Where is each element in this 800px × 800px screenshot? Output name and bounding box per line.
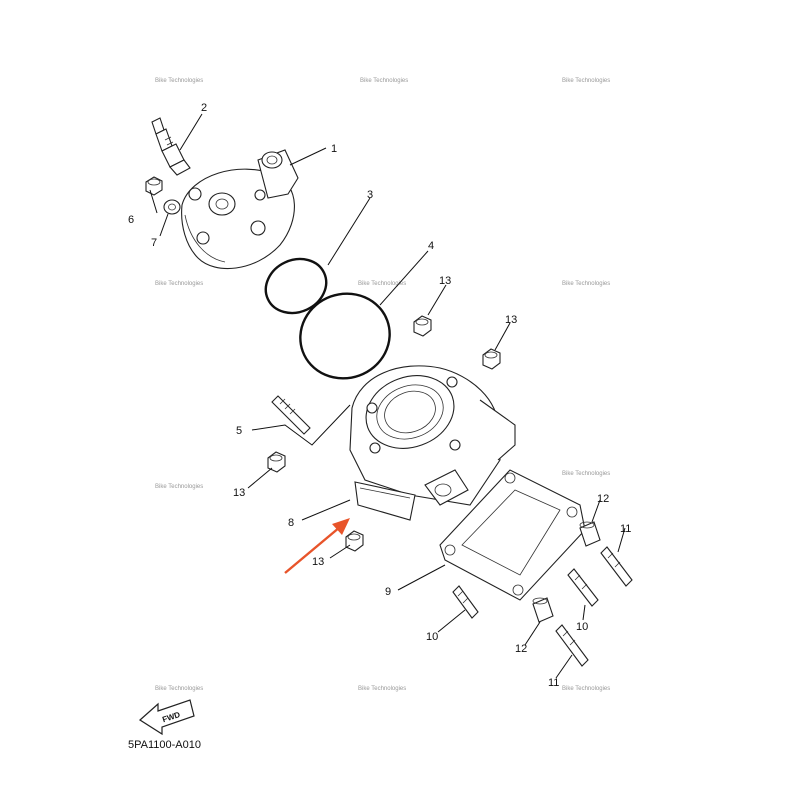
watermark: Bike Technologies xyxy=(562,686,610,692)
callout-1: 1 xyxy=(331,143,337,155)
leader-lines xyxy=(149,113,626,679)
cylinder-head-part xyxy=(181,149,299,269)
fwd-arrow-icon xyxy=(139,699,195,736)
callout-12a: 12 xyxy=(597,493,609,505)
watermark: Bike Technologies xyxy=(155,78,203,84)
watermark-group: Bike Technologies Bike Technologies Bike… xyxy=(155,78,610,692)
stud-bolt-part xyxy=(452,585,479,619)
callout-4: 4 xyxy=(428,240,434,252)
callout-8: 8 xyxy=(288,517,294,529)
callout-13d: 13 xyxy=(312,556,324,568)
callout-13a: 13 xyxy=(439,275,451,287)
diagram-code: 5PA1100-A010 xyxy=(128,739,201,751)
callout-2: 2 xyxy=(201,102,207,114)
base-gasket-part xyxy=(439,469,586,601)
watermark: Bike Technologies xyxy=(562,471,610,477)
head-nut-part xyxy=(145,176,163,196)
dowel-pin-part xyxy=(532,597,554,623)
exhaust-gasket-part xyxy=(354,481,416,521)
fwd-indicator: FWD xyxy=(139,699,195,736)
highlight-arrow xyxy=(284,518,350,574)
o-ring-large-part xyxy=(299,292,391,380)
callout-labels: 1 2 3 4 5 6 7 8 9 10 10 11 11 12 12 13 1… xyxy=(128,102,631,689)
callout-11b: 11 xyxy=(548,677,559,689)
callout-6: 6 xyxy=(128,214,134,226)
stud-bolt-part xyxy=(567,568,599,607)
callout-11a: 11 xyxy=(620,523,631,535)
callout-3: 3 xyxy=(367,189,373,201)
stud-bolt-part xyxy=(555,624,589,667)
callout-13c: 13 xyxy=(233,487,245,499)
cylinder-block-part xyxy=(349,365,516,506)
washer-part xyxy=(163,199,181,215)
callout-12b: 12 xyxy=(515,643,527,655)
watermark: Bike Technologies xyxy=(155,686,203,692)
watermark: Bike Technologies xyxy=(155,484,203,490)
watermark: Bike Technologies xyxy=(562,281,610,287)
nut-part xyxy=(345,530,364,552)
callout-13b: 13 xyxy=(505,314,517,326)
stud-bolt-part xyxy=(271,395,311,435)
nut-part xyxy=(267,451,286,473)
watermark: Bike Technologies xyxy=(155,281,203,287)
dowel-pin-part xyxy=(579,521,601,547)
callout-7: 7 xyxy=(151,237,157,249)
watermark: Bike Technologies xyxy=(358,686,406,692)
callout-5: 5 xyxy=(236,425,242,437)
nut-part xyxy=(482,348,501,370)
callout-10a: 10 xyxy=(426,631,438,643)
nut-part xyxy=(413,315,432,337)
watermark: Bike Technologies xyxy=(358,281,406,287)
o-ring-small-part xyxy=(264,257,328,315)
stud-bolt-part xyxy=(600,546,633,587)
watermark: Bike Technologies xyxy=(360,78,408,84)
spark-plug-part xyxy=(151,117,191,176)
watermark: Bike Technologies xyxy=(562,78,610,84)
callout-9: 9 xyxy=(385,586,391,598)
callout-10b: 10 xyxy=(576,621,588,633)
